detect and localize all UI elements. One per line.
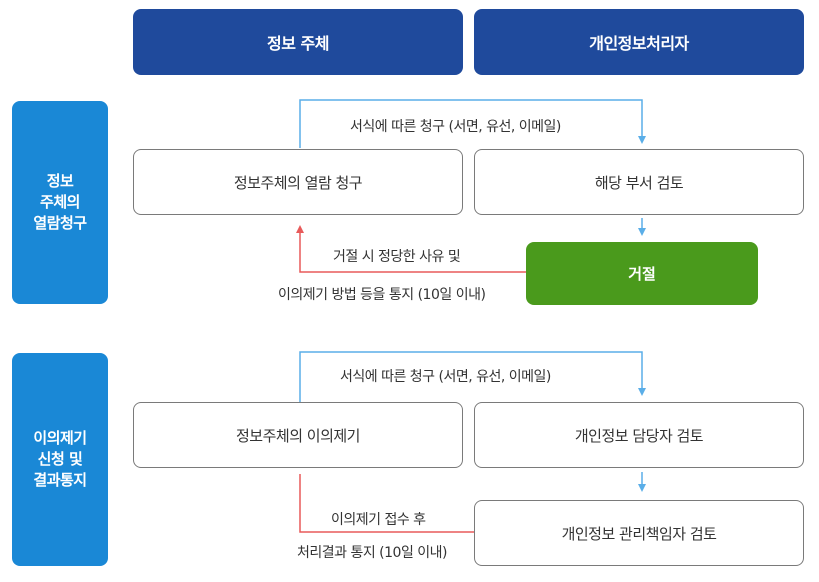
reject-note-line2: 이의제기 방법 등을 통지 (10일 이내) <box>278 287 486 303</box>
result-note-line2: 처리결과 통지 (10일 이내) <box>297 545 448 561</box>
department-review-box: 해당 부서 검토 <box>474 149 804 215</box>
objection-box: 정보주체의 이의제기 <box>133 402 463 468</box>
result-note-line1: 이의제기 접수 후 <box>331 512 426 528</box>
request-flow-arrow-2 <box>299 351 646 402</box>
reject-note-line1: 거절 시 정당한 사유 및 <box>333 249 461 265</box>
request-note-2: 서식에 따른 청구 (서면, 유선, 이메일) <box>340 369 551 385</box>
side-label-access: 정보 주체의 열람청구 <box>12 101 108 304</box>
header-subject: 정보 주체 <box>133 9 463 75</box>
request-note-1: 서식에 따른 청구 (서면, 유선, 이메일) <box>350 119 561 135</box>
header-processor: 개인정보처리자 <box>474 9 804 75</box>
officer-review-box: 개인정보 담당자 검토 <box>474 402 804 468</box>
result-notice-line <box>299 474 474 533</box>
reject-notice-arrow <box>296 225 526 273</box>
reject-box: 거절 <box>526 242 758 305</box>
access-request-box: 정보주체의 열람 청구 <box>133 149 463 215</box>
manager-review-box: 개인정보 관리책임자 검토 <box>474 500 804 566</box>
request-flow-arrow-1 <box>299 99 646 148</box>
side-label-objection: 이의제기 신청 및 결과통지 <box>12 353 108 566</box>
